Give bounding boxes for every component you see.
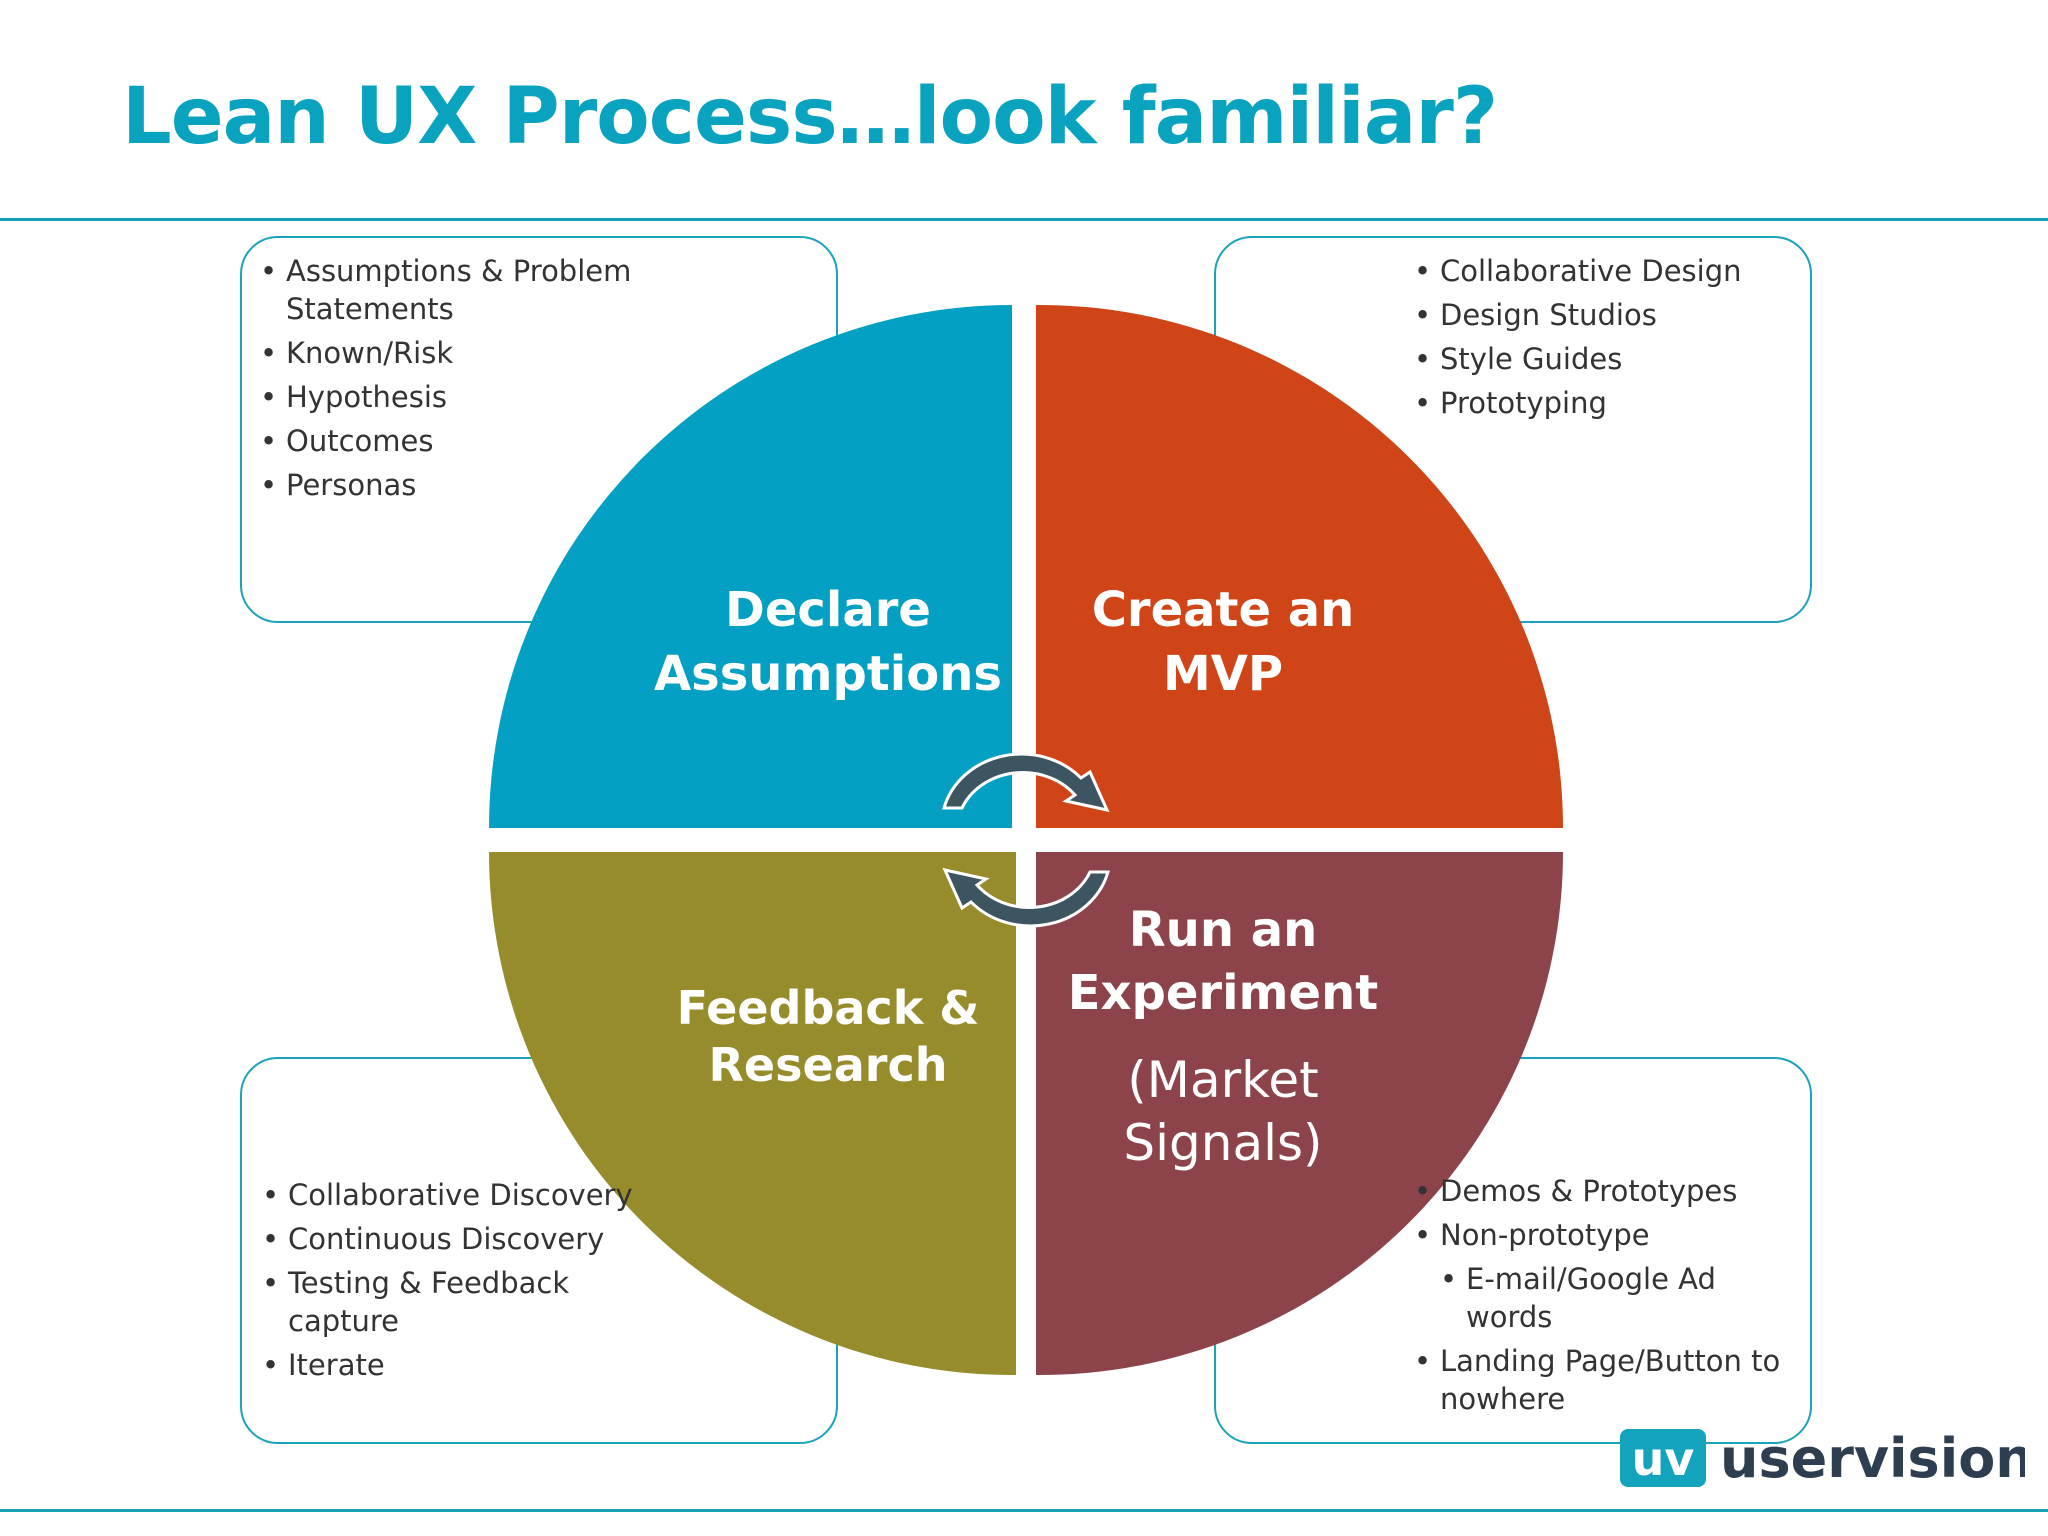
note-list-top-right: Collaborative Design Design Studios Styl… [1414,252,1794,428]
list-item: Demos & Prototypes [1414,1172,1794,1210]
list-item: Known/Risk [260,334,660,372]
experiment-sub-line1: (Market [1127,1051,1318,1109]
note-list-bottom-left: Collaborative Discovery Continuous Disco… [262,1176,662,1390]
experiment-sub-line2: Signals) [1123,1114,1322,1172]
feedback-label-line1: Feedback & [677,981,980,1035]
quadrant-experiment[interactable] [1036,852,1563,1376]
logo-mark-badge [1620,1429,1706,1487]
list-item: Collaborative Design [1414,252,1794,290]
list-item: Prototyping [1414,384,1794,422]
note-list-bottom-right: Demos & Prototypes Non-prototype E-mail/… [1414,1172,1794,1424]
list-item-sub: E-mail/Google Ad words [1440,1260,1794,1336]
quadrant-feedback[interactable] [489,852,1016,1376]
list-item: Design Studios [1414,296,1794,334]
declare-label-line1: Declare [725,582,931,638]
create-label-line1: Create an [1092,582,1355,638]
list-item: Assumptions & Problem Statements [260,252,660,328]
cycle-arrow-icon [942,752,1110,813]
list-item: Outcomes [260,422,660,460]
list-item: Non-prototype [1414,1216,1794,1254]
list-item: Testing & Feedback capture [262,1264,662,1340]
list-item: Landing Page/Button to nowhere [1414,1342,1794,1418]
logo-mark: uv [1632,1432,1695,1486]
top-divider [0,218,2048,221]
experiment-label-line2: Experiment [1068,965,1378,1021]
list-item: Iterate [262,1346,662,1384]
list-item: Continuous Discovery [262,1220,662,1258]
note-list-top-left: Assumptions & Problem Statements Known/R… [260,252,660,510]
slide-title: Lean UX Process…look familiar? [122,72,1498,162]
declare-label-line2: Assumptions [654,646,1002,702]
list-item: Style Guides [1414,340,1794,378]
cycle-arrow-icon [942,867,1110,928]
quadrant-create[interactable] [1036,304,1563,828]
logo-wordmark: uservision [1720,1427,2025,1490]
quadrant-declare[interactable] [489,305,1012,828]
list-item: Hypothesis [260,378,660,416]
list-item: Personas [260,466,660,504]
uservision-logo: uv uservision [1620,1427,2025,1490]
list-item: Collaborative Discovery [262,1176,662,1214]
feedback-label-line2: Research [709,1038,948,1092]
bottom-divider [0,1509,2048,1512]
experiment-label-line1: Run an [1129,902,1318,958]
create-label-line2: MVP [1163,646,1283,702]
